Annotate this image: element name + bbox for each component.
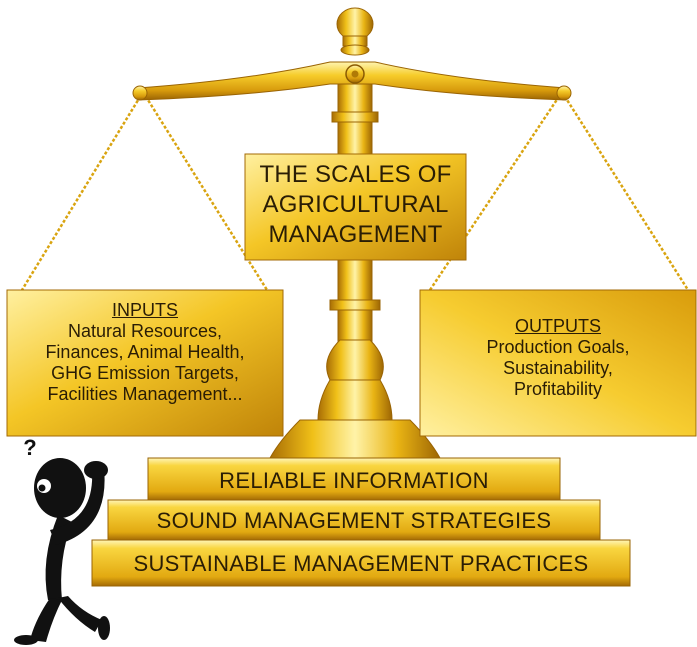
inputs-heading: INPUTS <box>111 300 178 320</box>
inputs-panel <box>6 289 284 437</box>
outputs-line-2: Sustainability, <box>503 358 613 379</box>
title-plaque <box>244 153 467 261</box>
title-line-1: THE SCALES OF <box>259 161 452 188</box>
pillar-bulb <box>326 339 384 381</box>
question-mark: ? <box>23 435 37 460</box>
right-chains <box>428 91 690 291</box>
inputs-line-4: Facilities Management... <box>47 384 243 405</box>
outputs-panel <box>419 289 697 437</box>
pillar-base <box>317 379 393 421</box>
finial <box>336 7 374 56</box>
inputs-line-3: GHG Emission Targets, <box>51 363 239 384</box>
outputs-line-3: Profitability <box>513 379 603 400</box>
thinking-figure <box>14 458 110 645</box>
inputs-text: INPUTS Natural Resources, Finances, Anim… <box>7 300 283 405</box>
outputs-heading: OUTPUTS <box>514 316 601 336</box>
step-reliable-information: RELIABLE INFORMATION <box>219 468 489 493</box>
inputs-line-2: Finances, Animal Health, <box>45 342 245 363</box>
right-beam-end <box>556 85 572 101</box>
outputs-text: OUTPUTS Production Goals, Sustainability… <box>420 316 696 400</box>
outputs-line-1: Production Goals, <box>486 337 630 358</box>
inputs-line-1: Natural Resources, <box>67 321 223 342</box>
left-beam-end <box>132 85 148 101</box>
left-chains <box>20 91 269 291</box>
step-sound-management-strategies: SOUND MANAGEMENT STRATEGIES <box>156 508 552 533</box>
title-line-3: MANAGEMENT <box>268 220 443 248</box>
step-sustainable-management-practices: SUSTAINABLE MANAGEMENT PRACTICES <box>133 551 589 576</box>
diagram-title: THE SCALES OF AGRICULTURAL MANAGEMENT <box>245 162 466 248</box>
title-line-2: AGRICULTURAL <box>262 190 449 218</box>
base-steps <box>91 457 631 587</box>
